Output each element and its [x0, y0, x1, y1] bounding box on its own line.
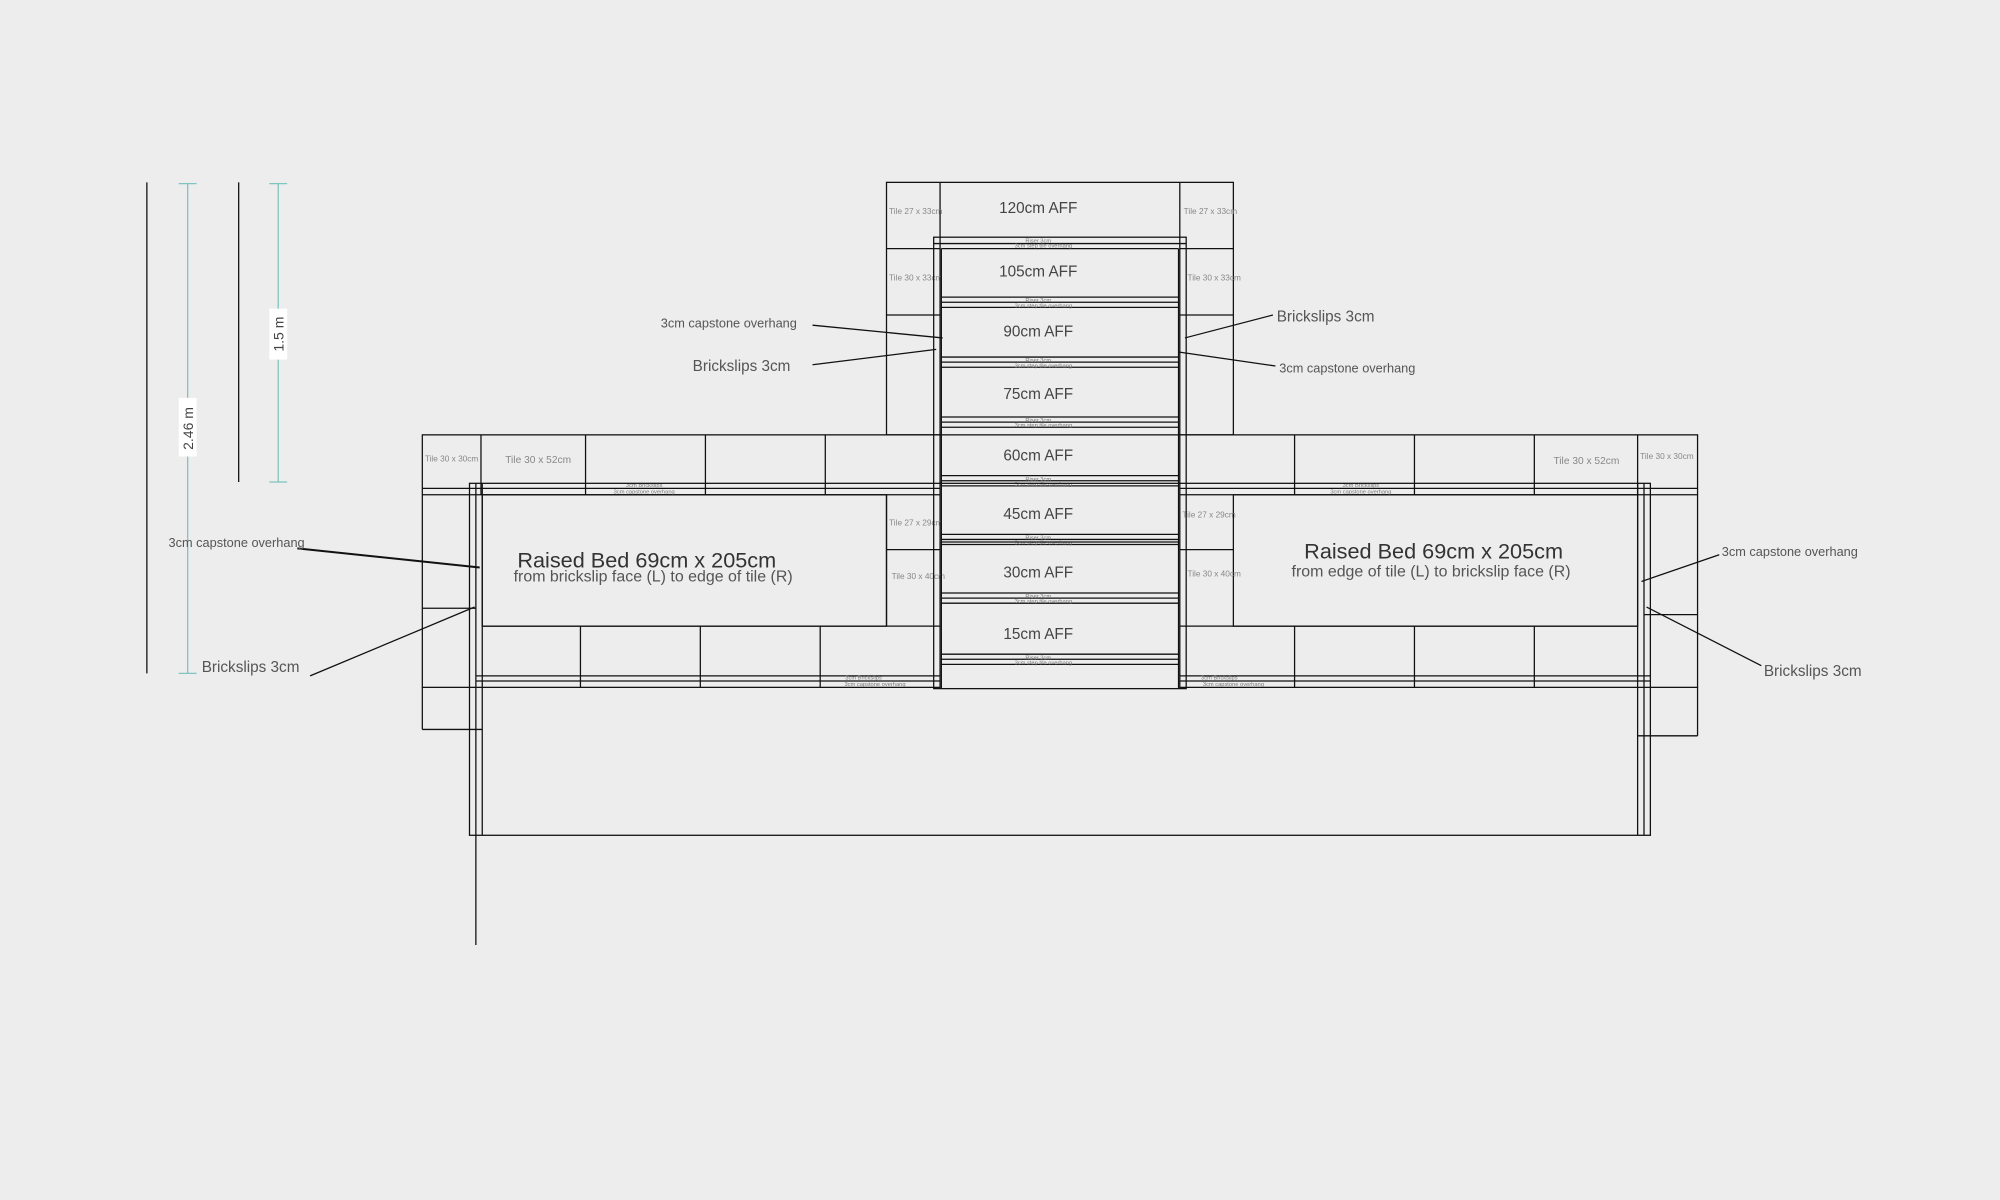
tile-label: Tile 30 x 33cm — [889, 274, 943, 283]
annotation-capstone: 3cm capstone overhang — [1722, 544, 1858, 559]
overhang-note: 3cm step tile overhang — [1015, 243, 1073, 249]
riser-note: Riser 3cm — [1025, 594, 1051, 600]
tile-label: Tile 30 x 30cm — [1640, 452, 1694, 461]
right-wing: Tile 30 x 30cm Tile 30 x 52cm Tile 27 x … — [1179, 434, 1699, 737]
step-label: 15cm AFF — [1003, 626, 1073, 643]
overhang-note: 3cm step tile overhang — [1015, 303, 1073, 309]
step-label: 45cm AFF — [1003, 506, 1073, 523]
brickslip-note: 3cm Brickslips — [1343, 483, 1380, 489]
capstone-note: 3cm capstone overhang — [1330, 490, 1391, 496]
tile-label: Tile 30 x 40cm — [1187, 569, 1241, 578]
overhang-note: 3cm step tile overhang — [1015, 482, 1073, 488]
tile-label: Tile 27 x 33cm — [1184, 207, 1238, 216]
annotation-brickslips: Brickslips 3cm — [1277, 308, 1375, 325]
annotation-capstone: 3cm capstone overhang — [661, 316, 797, 331]
overhang-note: 3cm step tile overhang — [1015, 541, 1073, 547]
tile-label: Tile 30 x 52cm — [1553, 456, 1619, 467]
annotation-capstone: 3cm capstone overhang — [1279, 360, 1415, 375]
step-label: 90cm AFF — [1003, 324, 1073, 341]
brickslip-note: 3cm Brickslips — [626, 483, 663, 489]
upper-tower: Tile 27 x 33cm Tile 27 x 33cm Tile 30 x … — [885, 181, 1241, 436]
step-label: 105cm AFF — [999, 264, 1077, 281]
left-bed-subtitle: from brickslip face (L) to edge of tile … — [514, 569, 793, 586]
brickslip-note: 3cm Brickslips — [1201, 676, 1238, 682]
dimension-label-upper: 1.5 m — [270, 317, 286, 352]
dimension-total: 2.46 m — [146, 182, 197, 674]
step-label: 120cm AFF — [999, 200, 1077, 217]
annotation-capstone: 3cm capstone overhang — [169, 535, 305, 550]
tile-label: Tile 30 x 52cm — [505, 455, 571, 466]
capstone-note: 3cm capstone overhang — [614, 490, 675, 496]
right-bed-subtitle: from edge of tile (L) to brickslip face … — [1292, 563, 1571, 580]
annotations: 3cm capstone overhang Brickslips 3cm Bri… — [169, 308, 1862, 680]
overhang-note: 3cm step tile overhang — [1015, 363, 1073, 369]
tile-label: Tile 30 x 40cm — [892, 572, 946, 581]
riser-note: Riser 3cm — [1025, 418, 1051, 424]
tile-label: Tile 27 x 29cm — [1182, 511, 1236, 520]
base-outline — [468, 482, 1652, 945]
overhang-note: 3cm step tile overhang — [1015, 660, 1073, 666]
annotation-brickslips: Brickslips 3cm — [202, 659, 300, 676]
dimension-label-total: 2.46 m — [180, 407, 196, 450]
annotation-brickslips: Brickslips 3cm — [693, 358, 791, 375]
riser-note: Riser 3cm — [1025, 298, 1051, 304]
riser-note: Riser 3cm — [1025, 477, 1051, 483]
stair-frame — [933, 236, 1187, 690]
left-bed-title: Raised Bed 69cm x 205cm — [517, 547, 776, 572]
riser-note: Riser 3cm — [1025, 535, 1051, 541]
capstone-note: 3cm capstone overhang — [1203, 682, 1264, 688]
annotation-brickslips: Brickslips 3cm — [1764, 663, 1862, 680]
riser-note: Riser 3cm — [1025, 358, 1051, 364]
dimension-upper: 1.5 m — [238, 182, 288, 483]
overhang-note: 3cm step tile overhang — [1015, 423, 1073, 429]
tile-label: Tile 30 x 30cm — [425, 455, 479, 464]
riser-note: Riser 3cm — [1025, 238, 1051, 244]
step-label: 30cm AFF — [1003, 565, 1073, 582]
left-wing: Tile 30 x 30cm Tile 30 x 52cm Tile 27 x … — [421, 434, 946, 731]
tile-label: Tile 27 x 29cm — [889, 518, 943, 527]
tile-label: Tile 30 x 33cm — [1187, 274, 1241, 283]
step-label: 60cm AFF — [1003, 447, 1073, 464]
tile-label: Tile 27 x 33cm — [889, 207, 943, 216]
overhang-note: 3cm step tile overhang — [1015, 599, 1073, 605]
capstone-note: 3cm capstone overhang — [845, 682, 906, 688]
riser-note: Riser 3cm — [1025, 655, 1051, 661]
right-bed-title: Raised Bed 69cm x 205cm — [1304, 539, 1563, 564]
brickslip-note: 3cm Brickslips — [845, 676, 882, 682]
step-label: 75cm AFF — [1003, 386, 1073, 403]
